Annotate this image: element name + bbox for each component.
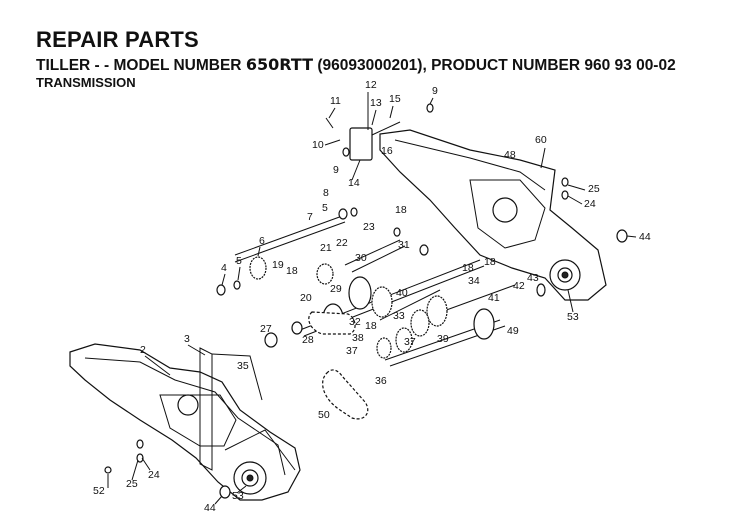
callout-36: 36	[375, 375, 387, 387]
callout-5: 5	[322, 202, 328, 214]
callout-23: 23	[363, 221, 375, 233]
callout-27: 27	[260, 323, 272, 335]
callout-52: 52	[93, 485, 105, 497]
callout-49: 49	[507, 325, 519, 337]
callout-50: 50	[318, 409, 330, 421]
callout-16: 16	[381, 145, 393, 157]
callout-6: 6	[259, 235, 265, 247]
callout-3: 3	[184, 333, 190, 345]
callout-22: 22	[336, 237, 348, 249]
callout-37: 37	[346, 345, 358, 357]
callout-20: 20	[300, 292, 312, 304]
leader-lines	[107, 92, 637, 505]
gears	[249, 256, 495, 359]
callout-10: 10	[312, 139, 324, 151]
callout-37: 37	[404, 336, 416, 348]
callout-34: 34	[468, 275, 480, 287]
model-number: 650RTT	[245, 55, 314, 74]
callout-35: 35	[237, 360, 249, 372]
callout-31: 31	[398, 239, 410, 251]
chains	[308, 311, 369, 420]
callout-43: 43	[527, 272, 539, 284]
callout-44: 44	[639, 231, 651, 243]
callout-25: 25	[588, 183, 600, 195]
callout-39: 39	[437, 333, 449, 345]
callout-53: 53	[232, 490, 244, 502]
callout-18: 18	[484, 256, 496, 268]
callout-13: 13	[370, 97, 382, 109]
callout-5: 5	[236, 255, 242, 267]
right-housing	[379, 129, 607, 301]
callout-42: 42	[513, 280, 525, 292]
callout-25: 25	[126, 478, 138, 490]
callout-44: 44	[204, 502, 216, 514]
callout-38: 38	[352, 332, 364, 344]
callout-29: 29	[330, 283, 342, 295]
small-parts	[104, 95, 628, 499]
callout-7: 7	[307, 211, 313, 223]
callout-12: 12	[365, 79, 377, 91]
callout-18: 18	[462, 262, 474, 274]
callout-19: 19	[272, 259, 284, 271]
callout-24: 24	[148, 469, 160, 481]
callout-11: 11	[330, 95, 341, 107]
page-title: REPAIR PARTS	[36, 27, 199, 52]
callout-14: 14	[348, 177, 360, 189]
callout-8: 8	[323, 187, 329, 199]
callout-2: 2	[140, 344, 146, 356]
callout-53: 53	[567, 311, 579, 323]
subtitle-suffix: (96093000201), PRODUCT NUMBER 960 93 00-…	[313, 57, 676, 74]
callout-labels: 12 11 13 15 9 10 16 14 9 60 48 25 24 8 5…	[93, 79, 651, 514]
callout-60: 60	[535, 134, 547, 146]
callout-21: 21	[320, 242, 332, 254]
callout-41: 41	[488, 292, 500, 304]
callout-48: 48	[504, 149, 516, 161]
callout-33: 33	[393, 310, 405, 322]
callout-18: 18	[286, 265, 298, 277]
callout-30: 30	[355, 252, 367, 264]
subtitle-prefix: TILLER - - MODEL NUMBER	[36, 57, 246, 74]
model-subtitle: TILLER - - MODEL NUMBER 650RTT (96093000…	[36, 55, 676, 75]
callout-9: 9	[333, 164, 339, 176]
callout-32: 32	[349, 316, 361, 328]
callout-40: 40	[396, 287, 408, 299]
callout-18: 18	[365, 320, 377, 332]
center-frame	[199, 347, 263, 471]
callout-18: 18	[395, 204, 407, 216]
callout-24: 24	[584, 198, 596, 210]
section-title: TRANSMISSION	[36, 75, 136, 90]
left-housing	[69, 343, 301, 501]
callout-28: 28	[302, 334, 314, 346]
callout-4: 4	[221, 262, 227, 274]
callout-9: 9	[432, 85, 438, 97]
callout-15: 15	[389, 93, 401, 105]
